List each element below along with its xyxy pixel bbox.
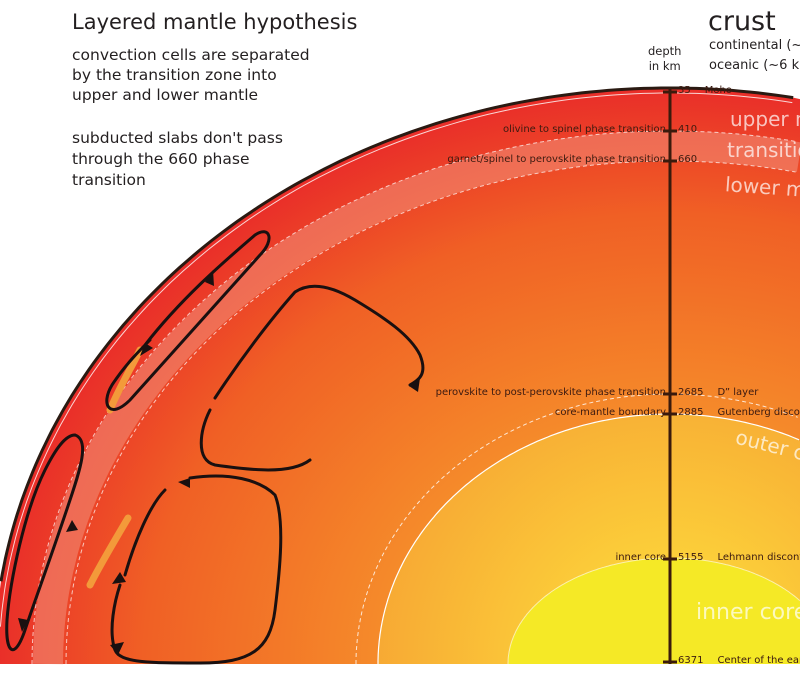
convection-cells — [5, 230, 425, 665]
marker-depth: 660 — [678, 154, 711, 165]
slab-note-line: through the 660 phase — [72, 150, 250, 168]
d-layer-boundary — [355, 393, 798, 664]
slab-note: subducted slabs don't pass through the 6… — [72, 128, 283, 191]
depth-value: 2885 — [678, 407, 704, 418]
crust-heading: crust — [708, 6, 776, 37]
crust-continental: continental (~ — [709, 38, 800, 53]
slab-note-line: subducted slabs don't pass — [72, 129, 283, 147]
marker-right-label: D” layer — [717, 387, 759, 398]
crust-oceanic: oceanic (~6 km — [709, 58, 800, 73]
inner-core-boundary-line — [507, 557, 800, 664]
description-line: upper and lower mantle — [72, 86, 259, 104]
depth-value: 5155 — [678, 552, 704, 563]
description-line: convection cells are separated — [72, 46, 310, 64]
marker-depth: 35 Moho — [678, 85, 732, 96]
marker-left-label: inner core — [615, 552, 666, 563]
depth-label-line: in km — [648, 59, 681, 73]
arrowhead — [110, 642, 124, 655]
depth-value: 660 — [678, 154, 698, 165]
description: convection cells are separated by the tr… — [72, 45, 310, 105]
marker-left-label: core-mantle boundary — [554, 407, 666, 418]
arrowheads — [18, 270, 420, 655]
marker-right-label: Moho — [704, 85, 732, 96]
layer-transition-zone: transitio — [727, 138, 800, 162]
layer-inner-core: inner core — [696, 600, 800, 625]
marker-right-label: Lehmann discont — [717, 552, 800, 563]
description-line: by the transition zone into — [72, 66, 277, 84]
upper-cell — [105, 230, 271, 411]
marker-depth: 5155 Lehmann discont — [678, 552, 800, 563]
arrowhead — [178, 478, 190, 488]
410-boundary — [31, 130, 795, 665]
marker-depth: 410 — [678, 124, 711, 135]
depth-value: 35 — [678, 85, 691, 96]
depth-label-line: depth — [648, 44, 682, 58]
depth-ticks — [663, 90, 677, 664]
marker-left-label: olivine to spinel phase transition — [502, 124, 666, 135]
core-mantle-boundary-line — [377, 413, 800, 664]
marker-depth: 2885 Gutenberg discon — [678, 407, 800, 418]
depth-value: 6371 — [678, 655, 704, 666]
arrowhead — [18, 618, 28, 632]
layer-upper-mantle: upper m — [730, 107, 800, 131]
crust-line — [0, 92, 793, 627]
marker-left-label: perovskite to post-perovskite phase tran… — [435, 387, 666, 398]
arrowhead — [205, 270, 214, 286]
earth-surface-outline — [0, 86, 794, 582]
depth-label: depth in km — [648, 44, 681, 74]
lower-cell-return — [199, 408, 312, 472]
marker-right-label: Gutenberg discon — [717, 407, 800, 418]
marker-left-label: garnet/spinel to perovskite phase transi… — [447, 154, 666, 165]
slab-note-line: transition — [72, 171, 146, 189]
marker-depth: 6371 Center of the eart — [678, 655, 800, 666]
lower-cell — [213, 284, 425, 400]
subducted-slab — [86, 514, 132, 589]
transition-zone — [33, 131, 800, 665]
arrowhead — [112, 572, 126, 584]
diagram-title: Layered mantle hypothesis — [72, 10, 358, 34]
arrowhead — [140, 343, 153, 356]
lower-cell-2-return — [123, 488, 167, 577]
inner-core — [508, 558, 800, 664]
depth-value: 410 — [678, 124, 698, 135]
upper-cell-2 — [5, 433, 85, 652]
arrowhead — [66, 520, 78, 532]
depth-value: 2685 — [678, 387, 704, 398]
arrowhead — [409, 378, 420, 392]
marker-right-label: Center of the eart — [717, 655, 800, 666]
marker-depth: 2685 D” layer — [678, 387, 758, 398]
660-boundary — [65, 160, 796, 665]
